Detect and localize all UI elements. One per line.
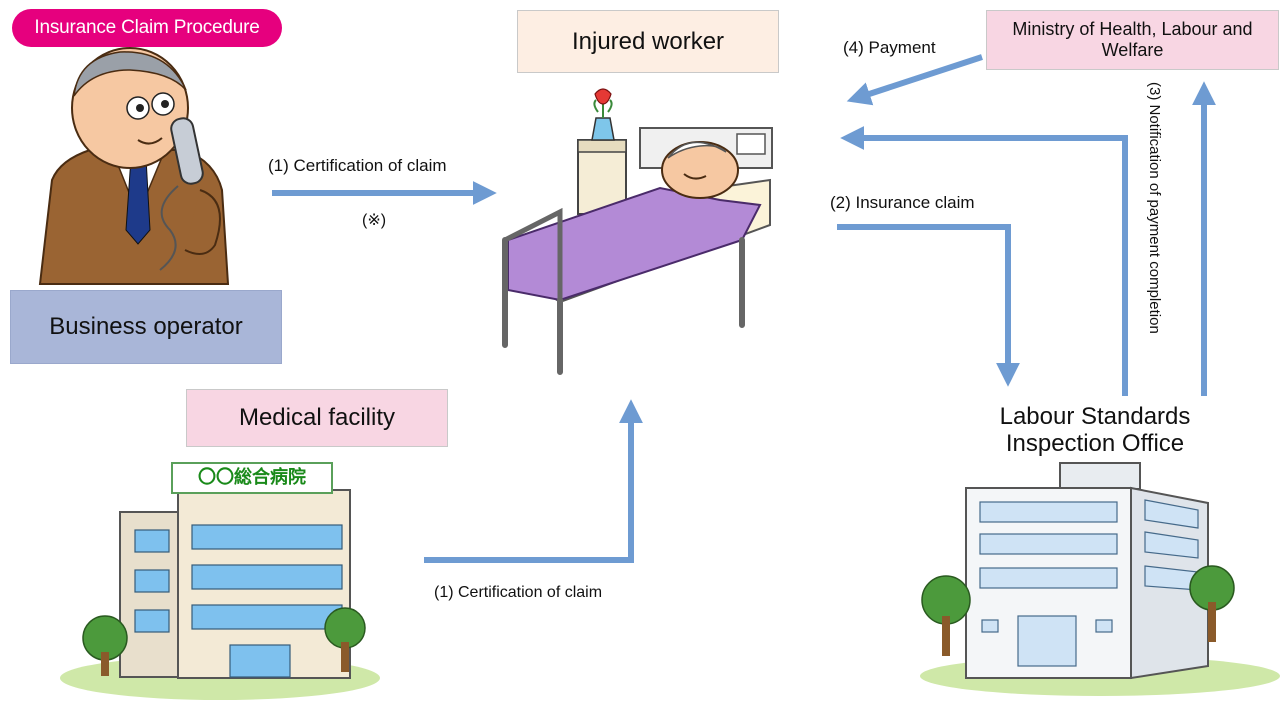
label-certification-operator: (1) Certification of claim <box>268 156 447 175</box>
labour-office-label-line1: Labour Standards <box>999 403 1191 430</box>
flow-arrows <box>272 54 1216 563</box>
business-operator-illustration <box>38 47 230 285</box>
labour-office-illustration <box>920 462 1280 696</box>
arrow-notification <box>840 126 1128 396</box>
injured-worker-label: Injured worker <box>571 27 725 55</box>
diagram-title: Insurance Claim Procedure <box>12 9 282 47</box>
arrow-certification-medical <box>424 399 643 563</box>
business-operator-label: Business operator <box>49 313 243 340</box>
labour-office-label: Labour Standards Inspection Office <box>945 403 1245 457</box>
label-insurance-claim: (2) Insurance claim <box>830 193 975 212</box>
medical-facility-illustration <box>60 462 380 700</box>
injured-worker-box: Injured worker <box>517 10 779 73</box>
label-notification: (3) Notification of payment completion <box>1146 82 1163 334</box>
ministry-box: Ministry of Health, Labour and Welfare <box>986 10 1279 70</box>
label-certification-medical: (1) Certification of claim <box>434 584 603 601</box>
arrow-insurance-claim <box>837 224 1020 387</box>
labour-office-label-line2: Inspection Office <box>1005 430 1185 457</box>
medical-facility-label: Medical facility <box>238 404 396 431</box>
ministry-label: Ministry of Health, Labour and Welfare <box>1012 19 1253 60</box>
injured-worker-illustration <box>502 88 773 375</box>
business-operator-box: Business operator <box>10 290 282 364</box>
label-payment: (4) Payment <box>843 38 936 57</box>
hospital-sign: 〇〇総合病院 <box>198 467 306 488</box>
label-certification-note: (※) <box>362 212 387 229</box>
arrow-payment <box>846 54 983 106</box>
medical-facility-box: Medical facility <box>186 389 448 447</box>
